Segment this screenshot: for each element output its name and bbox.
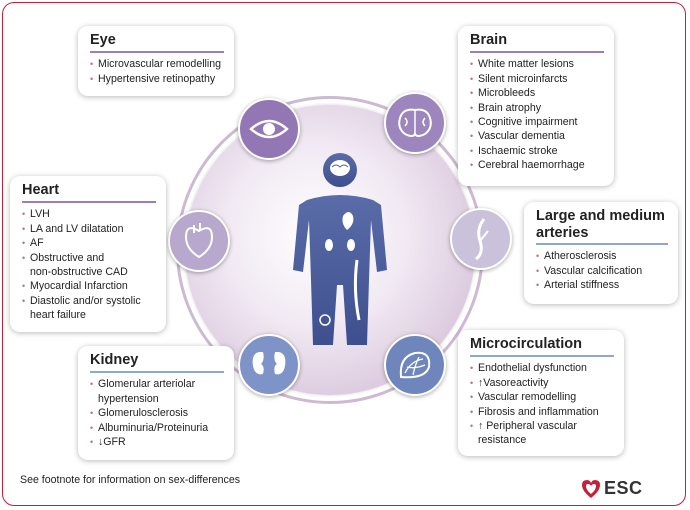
list-item: LVH <box>22 207 156 222</box>
esc-logo-text: ESC <box>604 478 643 498</box>
kidney-icon <box>252 352 286 375</box>
arteries-card: Large and medium arteries Atherosclerosi… <box>524 202 678 304</box>
microcirculation-card-title: Microcirculation <box>470 336 614 358</box>
list-item: Glomerular arteriolar <box>90 377 224 392</box>
brain-card: Brain White matter lesions Silent microi… <box>458 26 614 186</box>
list-item: resistance <box>478 434 527 447</box>
eye-card: Eye Microvascular remodelling Hypertensi… <box>78 26 234 96</box>
list-item: Endothelial dysfunction <box>470 361 614 376</box>
list-item: ↑Vasoreactivity <box>470 376 614 391</box>
arteries-title-line1: Large and medium <box>536 208 665 224</box>
microcirculation-node <box>384 334 446 396</box>
list-item: Vascular calcification <box>536 264 668 279</box>
list-item: heart failure <box>30 309 86 322</box>
eye-node <box>238 98 300 160</box>
list-item: White matter lesions <box>470 57 604 72</box>
list-item: Ischaemic stroke <box>470 144 604 159</box>
list-item: AF <box>22 236 156 251</box>
list-item: non-obstructive CAD <box>30 266 128 279</box>
list-item: Arterial stiffness <box>536 278 668 293</box>
kidney-card: Kidney Glomerular arteriolar hypertensio… <box>78 346 234 460</box>
list-item: Hypertensive retinopathy <box>90 72 224 87</box>
artery-node <box>450 208 512 270</box>
arteries-title-line2: arteries <box>536 224 589 241</box>
footnote: See footnote for information on sex-diff… <box>20 474 241 486</box>
eye-card-title: Eye <box>90 32 224 54</box>
list-item: Albuminuria/Proteinuria <box>90 421 224 436</box>
list-item: Cerebral haemorrhage <box>470 158 604 173</box>
brain-card-title: Brain <box>470 32 604 54</box>
heart-icon <box>184 223 214 259</box>
list-item: Silent microinfarcts <box>470 72 604 87</box>
list-item: Brain atrophy <box>470 101 604 116</box>
human-body-icon <box>293 153 387 345</box>
list-item: Vascular remodelling <box>470 390 614 405</box>
list-item: Cognitive impairment <box>470 115 604 130</box>
list-item: Fibrosis and inflammation <box>470 405 614 420</box>
brain-node <box>384 92 446 154</box>
brain-icon <box>398 108 432 137</box>
list-item: Vascular dementia <box>470 129 604 144</box>
list-item: Myocardial Infarction <box>22 279 156 294</box>
list-item: ↓GFR <box>90 435 224 450</box>
list-item: LA and LV dilatation <box>22 222 156 237</box>
list-item: Glomerulosclerosis <box>90 406 224 421</box>
microcirculation-icon <box>399 351 431 379</box>
heart-node <box>168 210 230 272</box>
arteries-card-title: Large and medium arteries <box>536 208 668 246</box>
heart-card-title: Heart <box>22 182 156 204</box>
list-item: ↑ Peripheral vascular <box>470 419 614 434</box>
list-item: Microvascular remodelling <box>90 57 224 72</box>
list-item: hypertension <box>98 392 159 405</box>
list-item: Atherosclerosis <box>536 249 668 264</box>
kidney-node <box>238 334 300 396</box>
heart-card: Heart LVH LA and LV dilatation AF Obstru… <box>10 176 166 332</box>
list-item: Obstructive and <box>22 251 156 266</box>
esc-heart-logo-icon <box>582 480 600 498</box>
eye-icon <box>249 119 289 139</box>
kidney-card-title: Kidney <box>90 352 224 374</box>
artery-icon <box>475 218 489 261</box>
microcirculation-card: Microcirculation Endothelial dysfunction… <box>458 330 624 456</box>
list-item: Microbleeds <box>470 86 604 101</box>
list-item: Diastolic and/or systolic <box>22 294 156 309</box>
